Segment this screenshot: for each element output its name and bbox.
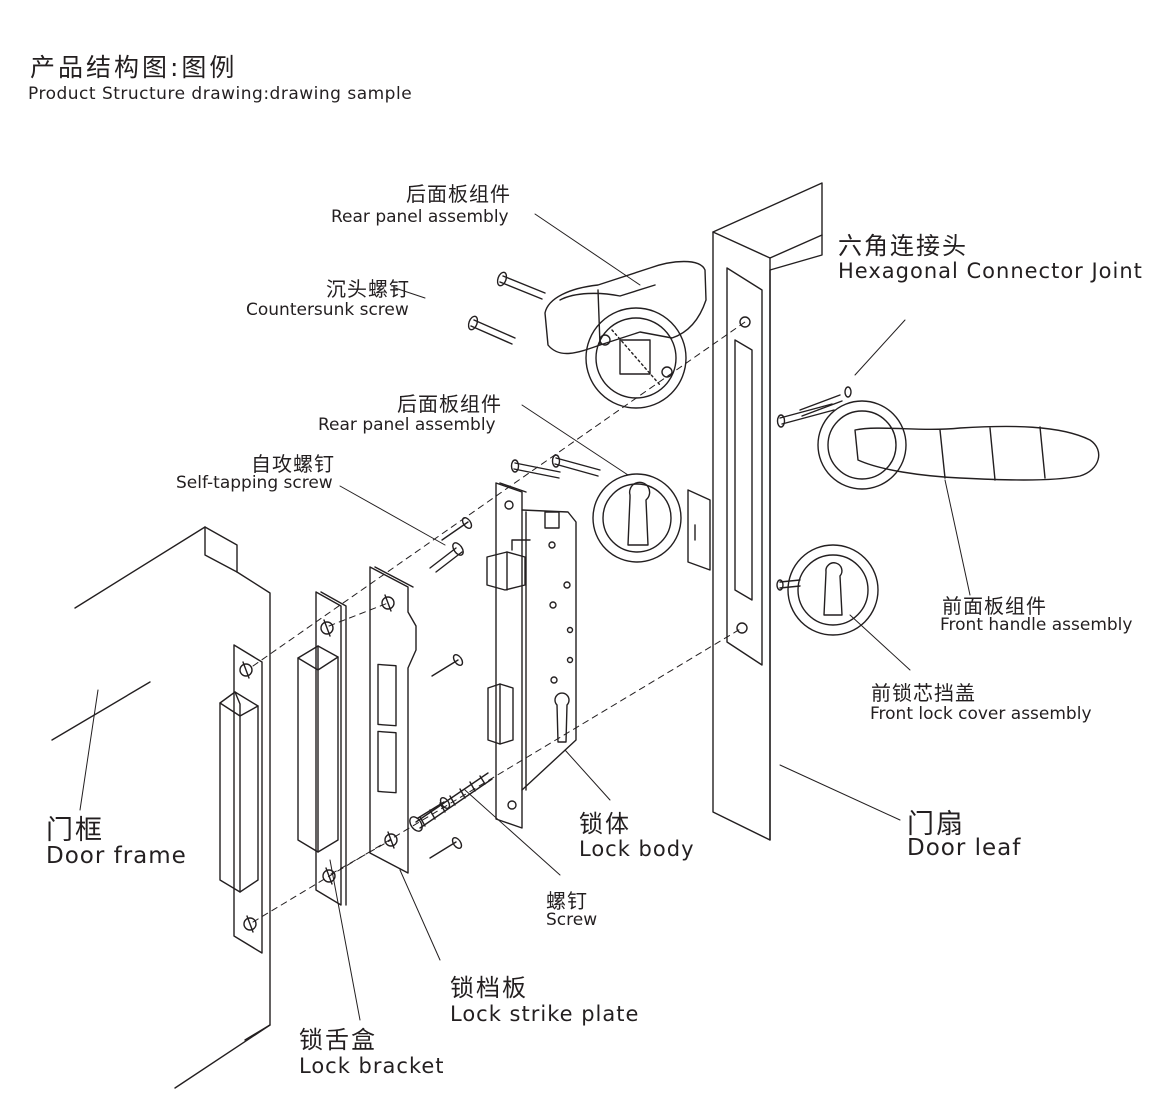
hex-joint-label-en: Hexagonal Connector Joint bbox=[838, 259, 1143, 283]
self-tapping-label-zh: 自攻螺钉 bbox=[251, 452, 335, 476]
door-frame-drawing bbox=[51, 526, 271, 1089]
title-zh: 产品结构图:图例 bbox=[30, 53, 238, 82]
strike-plate-label-en: Lock strike plate bbox=[450, 1002, 640, 1026]
front-handle-label-zh: 前面板组件 bbox=[942, 594, 1047, 618]
small-screws-drawing bbox=[409, 516, 493, 859]
door-leaf-label-en: Door leaf bbox=[907, 835, 1022, 861]
self-tapping-label-en: Self-tapping screw bbox=[176, 473, 333, 493]
door-frame-label-zh: 门框 bbox=[46, 815, 104, 846]
strike-plate-drawing bbox=[369, 566, 417, 874]
screw-label-zh: 螺钉 bbox=[546, 889, 588, 913]
lock-body-drawing bbox=[486, 482, 577, 829]
rear-panel-mid-drawing bbox=[510, 454, 711, 571]
front-handle-label-en: Front handle assembly bbox=[940, 615, 1133, 635]
door-leaf-label-zh: 门扇 bbox=[907, 809, 965, 840]
countersunk-label-en: Countersunk screw bbox=[246, 300, 409, 320]
door-leaf-drawing bbox=[712, 182, 823, 841]
front-cover-label-zh: 前锁芯挡盖 bbox=[871, 681, 976, 705]
hex-joint-label-zh: 六角连接头 bbox=[838, 232, 968, 260]
rear-panel-top-drawing bbox=[467, 260, 707, 409]
front-cover-label-en: Front lock cover assembly bbox=[870, 704, 1092, 724]
rear-panel-mid-label-en: Rear panel assembly bbox=[318, 415, 496, 435]
countersunk-label-zh: 沉头螺钉 bbox=[326, 277, 410, 301]
rear-panel-top-label-en: Rear panel assembly bbox=[331, 207, 509, 227]
lock-body-label-en: Lock body bbox=[579, 837, 695, 861]
lock-bracket-label-en: Lock bracket bbox=[299, 1054, 445, 1078]
leader-lines bbox=[79, 213, 971, 1021]
front-handle-drawing bbox=[776, 386, 1100, 636]
lock-bracket-label-zh: 锁舌盒 bbox=[299, 1026, 377, 1054]
lock-bracket-drawing bbox=[297, 591, 347, 906]
strike-plate-label-zh: 锁档板 bbox=[450, 974, 528, 1002]
lock-body-label-zh: 锁体 bbox=[579, 810, 631, 838]
title-en: Product Structure drawing:drawing sample bbox=[28, 84, 413, 104]
screw-label-en: Screw bbox=[546, 910, 598, 930]
alignment-lines bbox=[252, 321, 746, 923]
door-frame-label-en: Door frame bbox=[46, 843, 187, 869]
rear-panel-mid-label-zh: 后面板组件 bbox=[397, 392, 502, 416]
rear-panel-top-label-zh: 后面板组件 bbox=[406, 182, 511, 206]
